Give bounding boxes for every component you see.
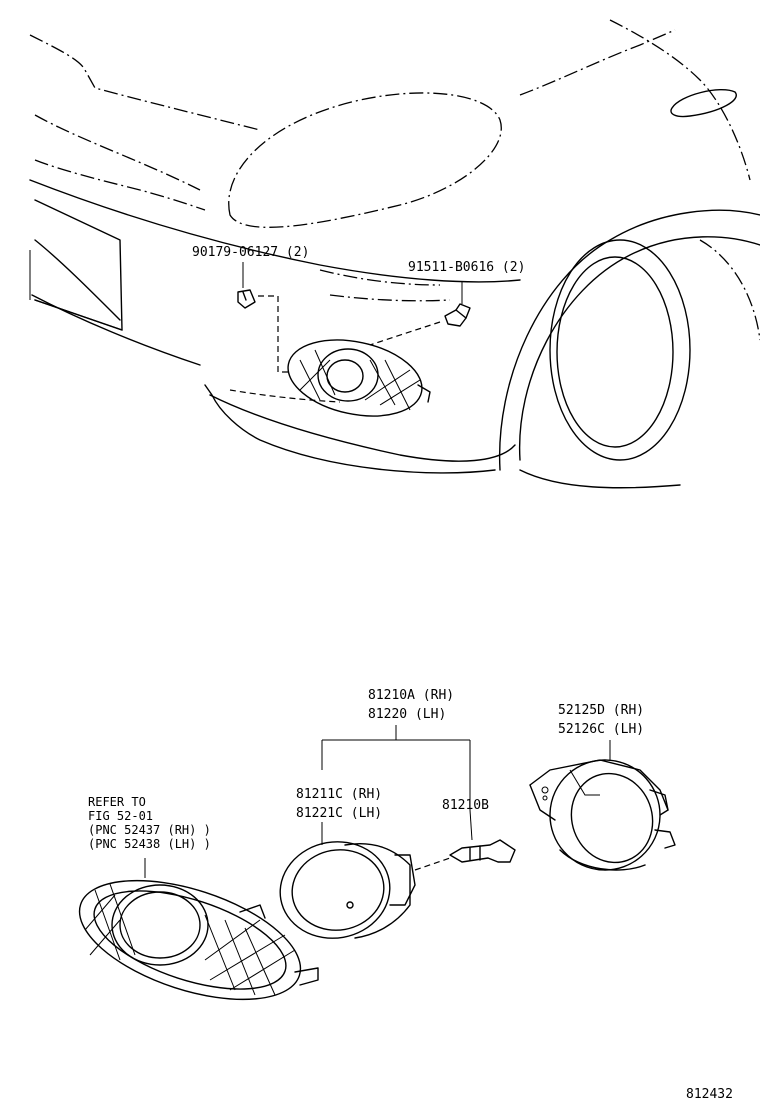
refer-note-line3: (PNC 52437 (RH) ) xyxy=(88,823,211,837)
clip-part-icon xyxy=(237,262,292,373)
assembly-part-number-lh: 81220 (LH) xyxy=(368,707,447,722)
bulb-icon xyxy=(449,809,516,863)
assembly-part-number-rh: 81210A (RH) xyxy=(368,688,455,703)
fog-lamp-bracket xyxy=(529,740,676,871)
refer-note-line4: (PNC 52438 (LH) ) xyxy=(88,837,211,851)
installed-fog-cover xyxy=(287,339,431,417)
bracket-part-number-lh: 52126C (LH) xyxy=(558,722,645,737)
bracket-part-number-rh: 52125D (RH) xyxy=(558,703,645,718)
screw-part-number: 91511-B0616 (2) xyxy=(408,260,526,275)
fog-lamp-unit xyxy=(279,822,451,939)
assembly-bracket xyxy=(321,725,471,810)
unit-part-number-rh: 81211C (RH) xyxy=(296,787,383,802)
unit-part-number-lh: 81221C (LH) xyxy=(296,806,383,821)
screw-part-icon xyxy=(369,282,471,346)
bulb-part-number: 81210B xyxy=(442,798,489,813)
clip-part-number: 90179-06127 (2) xyxy=(192,245,310,260)
refer-note-line2: FIG 52-01 xyxy=(88,809,154,823)
car-front-outline xyxy=(29,19,760,489)
fog-lamp-cover xyxy=(78,858,319,1001)
refer-note-line1: REFER TO xyxy=(88,795,146,809)
figure-number: 812432 xyxy=(686,1087,733,1102)
